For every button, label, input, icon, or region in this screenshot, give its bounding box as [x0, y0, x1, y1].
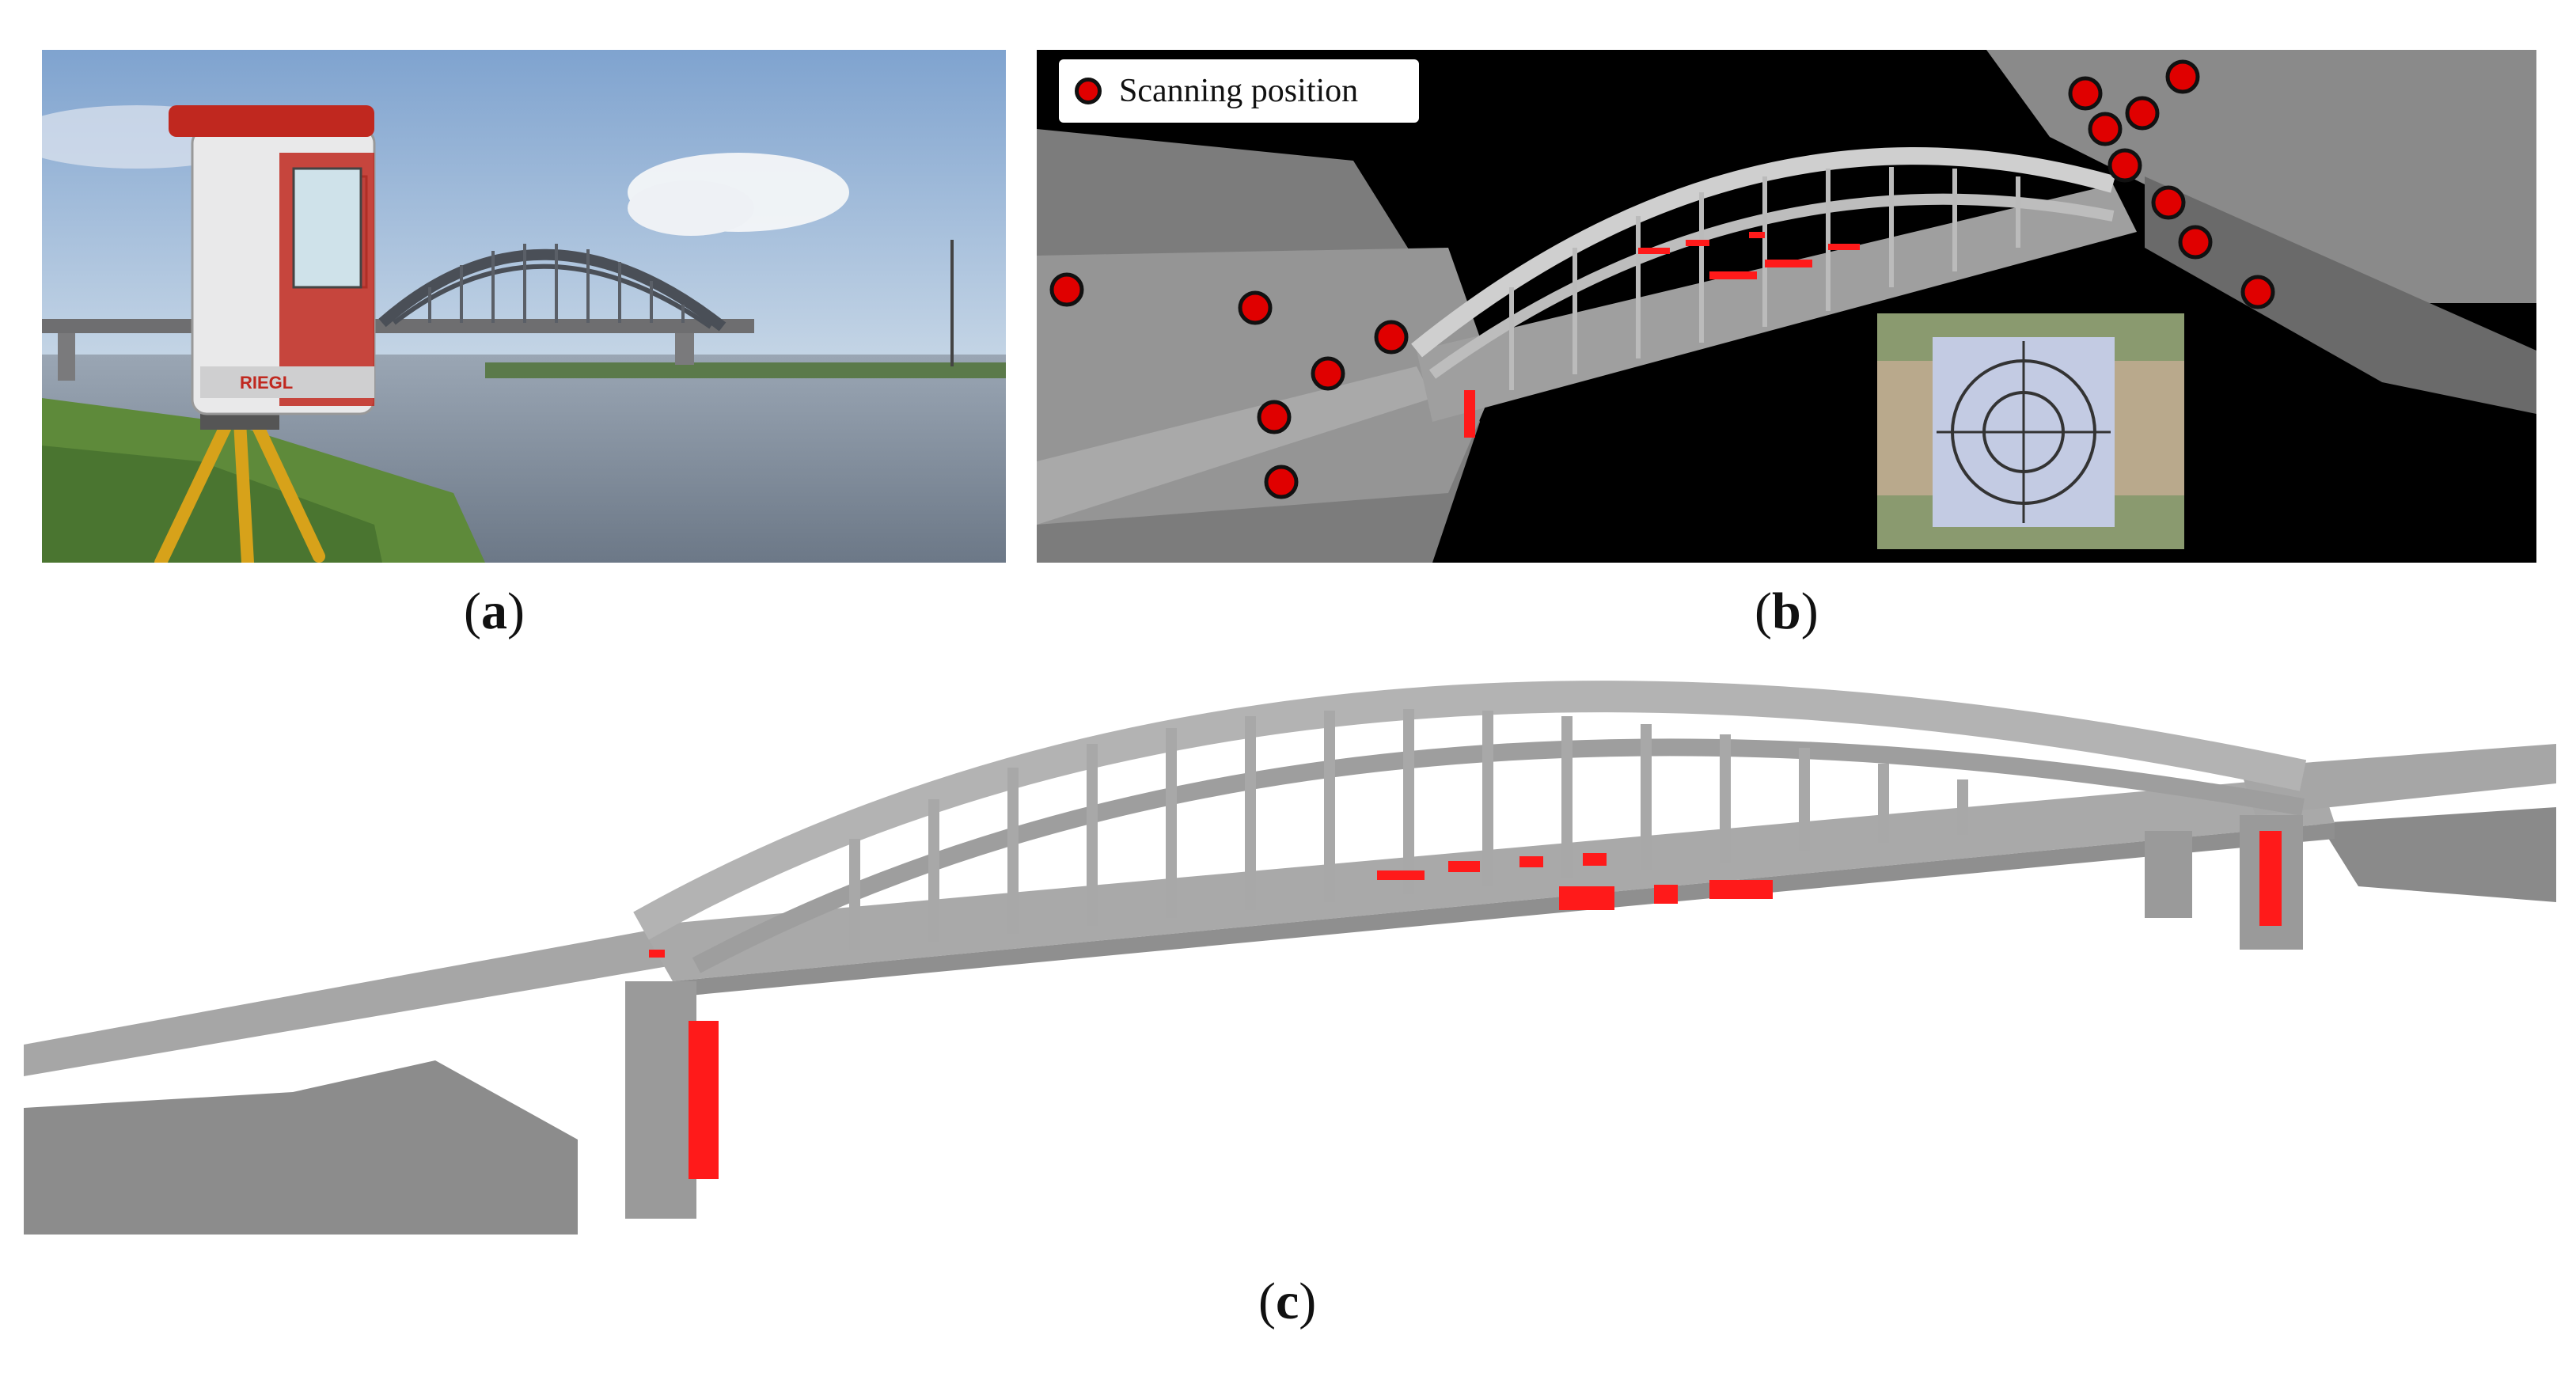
caption-a: (a) [464, 582, 525, 640]
legend: Scanning position [1059, 59, 1419, 123]
reflective-target-photo [1877, 313, 2184, 549]
point-cloud-side-view [24, 649, 2556, 1250]
photo-scanner-bridge: RIEGL [42, 50, 1006, 563]
reflective-target-icon [1877, 313, 2184, 549]
point-cloud-scan-positions: Scanning position [1037, 50, 2536, 563]
scanning-position-markers [1049, 59, 2275, 499]
bridge-point-cloud [24, 681, 2556, 1235]
legend-label: Scanning position [1119, 73, 1359, 109]
photo-scene: RIEGL [42, 50, 1006, 563]
svg-text:RIEGL: RIEGL [240, 373, 293, 393]
caption-c: (c) [1258, 1272, 1317, 1330]
laser-scanner-icon: RIEGL [169, 105, 376, 415]
scanning-position-marker-icon [1075, 78, 1102, 104]
caption-b: (b) [1755, 582, 1819, 640]
point-cloud-top-view [1037, 50, 2536, 563]
